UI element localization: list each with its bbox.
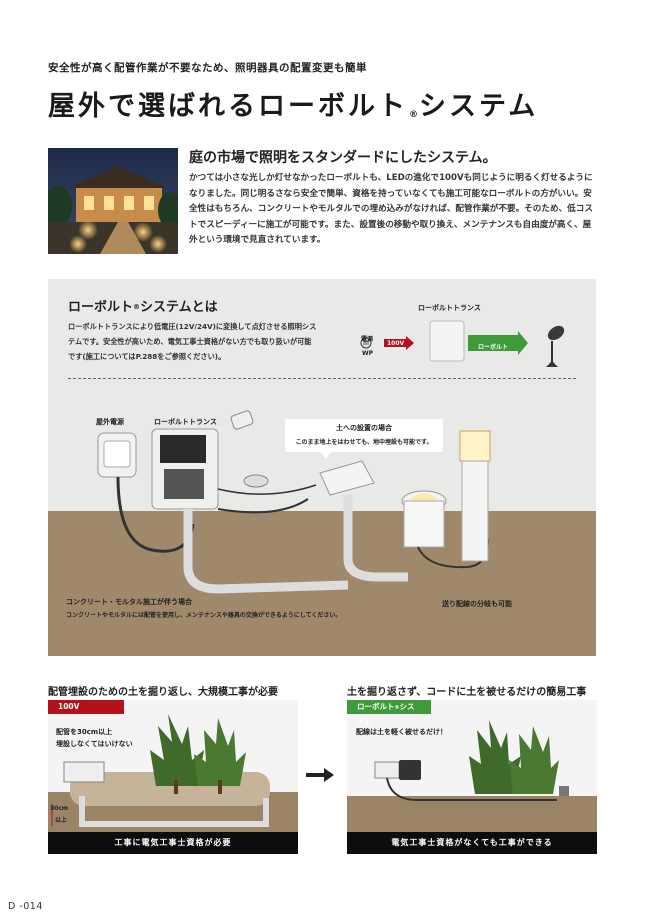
callout-title: 土への設置の場合: [336, 424, 392, 432]
left-badge: 100V: [48, 700, 124, 714]
lowvolt-system-panel: ローボルト®システムとは ローボルトトランスにより低電圧(12V/24V)に変換…: [48, 279, 596, 656]
left-note-line1: 配管を30cm以上: [56, 728, 113, 736]
branch-wiring-label: 送り配線の分岐も可能: [442, 600, 512, 608]
outdoor-power-label: 屋外電源: [96, 418, 124, 426]
page-title: 屋外で選ばれるローボルト®システム: [48, 91, 539, 122]
flow-100v-label: 100V: [387, 340, 405, 347]
divider: [68, 378, 576, 379]
left-note-line2: 埋設しなくてはいけない: [56, 740, 133, 748]
concrete-title: コンクリート・モルタル施工が伴う場合: [66, 598, 192, 606]
left-depth-line2: 以上: [55, 817, 68, 824]
intro-body: かつては小さな光しか灯せなかったローボルトも、LEDの進化で100Vも同じように…: [189, 173, 593, 246]
left-depth-line1: 30cm: [50, 805, 69, 812]
right-badge: ローボルト®システム: [347, 700, 431, 726]
flow-lowvolt-label: ローボルト: [478, 344, 509, 351]
page-number: D -014: [8, 901, 43, 912]
power-flow-diagram: [360, 320, 565, 367]
callout-tail: [320, 451, 332, 459]
panel-body: ローボルトトランスにより低電圧(12V/24V)に変換して点灯させる照明システム…: [68, 322, 317, 362]
right-compare-title: 土を掘り返さず、コードに土を被せるだけの簡易工事: [347, 687, 587, 698]
left-compare-illustration: [48, 700, 298, 832]
left-compare-title: 配管埋設のための土を掘り返し、大規模工事が必要: [48, 687, 278, 698]
concrete-body: コンクリートやモルタルには配管を使用し、メンテナンスや器具の交換ができるようにし…: [66, 612, 342, 619]
soil-install-callout: 土への設置の場合 このまま地上をはわせても、地中埋設も可能です。: [285, 419, 443, 452]
right-caption-bar: 電気工事士資格がなくても工事ができる: [347, 832, 597, 854]
left-caption-bar: 工事に電気工事士資格が必要: [48, 832, 298, 854]
installation-diagram: [97, 410, 491, 594]
flow-outlet-label: 電源: [361, 336, 374, 343]
eyebrow-text: 安全性が高く配管作業が不要なため、照明器具の配置変更も簡単: [48, 62, 367, 74]
flow-trans-label: ローボルトトランス: [418, 304, 481, 312]
intro-title: 庭の市場で照明をスタンダードにしたシステム。: [189, 150, 497, 166]
right-compare-illustration: [347, 700, 597, 832]
panel-title: ローボルト®システムとは: [68, 300, 218, 315]
garden-night-photo: [48, 148, 178, 254]
flow-wp-label: WP: [362, 350, 374, 357]
right-note: 配線は土を軽く被せるだけ！: [356, 728, 447, 736]
arrow-right-icon: [306, 768, 334, 782]
callout-body: このまま地上をはわせても、地中埋設も可能です。: [295, 439, 433, 446]
lowvolt-trans-label: ローボルトトランス: [154, 418, 217, 426]
